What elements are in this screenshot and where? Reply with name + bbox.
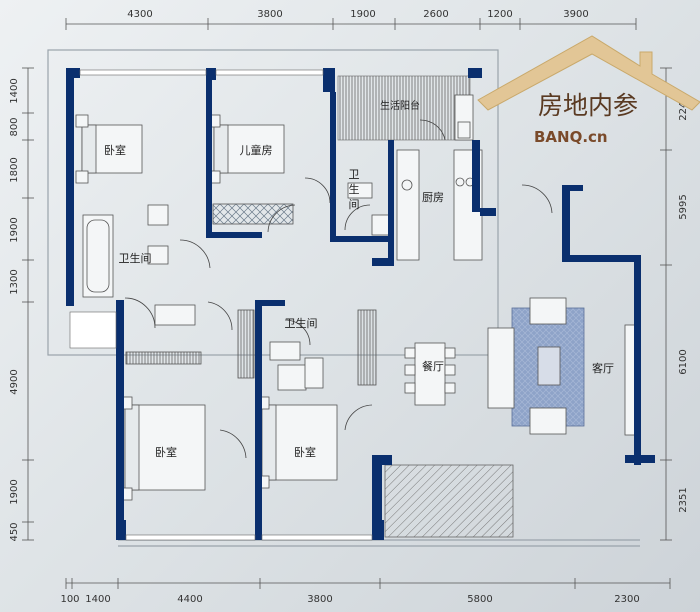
living-balcony-floor: [384, 464, 514, 538]
bottom-dim-1: 100: [60, 594, 79, 605]
top-dim-1: 4300: [127, 9, 152, 20]
room-label-bedroom-s: 卧室: [294, 445, 316, 459]
banq-logo: 房地内参 BANQ.cn: [477, 35, 700, 146]
left-dim-3: 1800: [9, 157, 20, 182]
room-labels: 卧室 儿童房 生活阳台 卫生间 厨房 卫生间 卫生间 餐厅 客厅 卧室 卧室: [104, 99, 614, 459]
room-label-bedroom-sw: 卧室: [155, 445, 177, 459]
room-label-bath-west: 卫生间: [119, 251, 152, 265]
bottom-dim-6: 2300: [614, 594, 639, 605]
top-dim-5: 1200: [487, 9, 512, 20]
room-label-service-balcony: 生活阳台: [380, 99, 420, 112]
bottom-dim-4: 3800: [307, 594, 332, 605]
room-label-dining: 餐厅: [422, 359, 444, 373]
windows: [69, 69, 373, 541]
left-dim-7: 1900: [9, 479, 20, 504]
room-label-bath-center: 卫生间: [349, 168, 360, 211]
room-label-kids-room: 儿童房: [240, 143, 273, 157]
left-dimensions: 1400 800 1800 1900 1300 4900 1900 450: [9, 78, 20, 541]
left-dim-8: 450: [9, 522, 20, 541]
left-dim-5: 1300: [9, 269, 20, 294]
room-label-bedroom-nw: 卧室: [104, 143, 126, 157]
dimension-lines: [22, 18, 672, 589]
room-label-living: 客厅: [592, 361, 614, 375]
top-dim-6: 3900: [563, 9, 588, 20]
bottom-dimensions: 100 1400 4400 3800 5800 2300: [60, 594, 639, 605]
room-label-bath-south: 卫生间: [285, 316, 318, 330]
right-dim-1: 2245: [678, 95, 689, 120]
bottom-dim-3: 4400: [177, 594, 202, 605]
right-dim-2: 5995: [678, 194, 689, 219]
right-dim-3: 6100: [678, 349, 689, 374]
room-label-kitchen: 厨房: [422, 191, 444, 204]
left-dim-2: 800: [9, 117, 20, 136]
furniture: [75, 94, 638, 501]
right-dimensions: 2245 5995 6100 2351: [678, 95, 689, 512]
top-dimensions: 4300 3800 1900 2600 1200 3900: [127, 9, 588, 20]
bottom-dim-5: 5800: [467, 594, 492, 605]
house-roof-icon: [477, 35, 700, 111]
left-dim-1: 1400: [9, 78, 20, 103]
living-sofa-set: [487, 297, 585, 435]
door-swings: [124, 119, 553, 459]
top-dim-4: 2600: [423, 9, 448, 20]
left-dim-6: 4900: [9, 369, 20, 394]
left-dim-4: 1900: [9, 217, 20, 242]
top-dim-3: 1900: [350, 9, 375, 20]
top-dim-2: 3800: [257, 9, 282, 20]
walls: [66, 68, 655, 540]
logo-url: BANQ.cn: [534, 128, 608, 146]
right-dim-4: 2351: [678, 487, 689, 512]
bottom-dim-2: 1400: [85, 594, 110, 605]
logo-name: 房地内参: [538, 91, 638, 120]
